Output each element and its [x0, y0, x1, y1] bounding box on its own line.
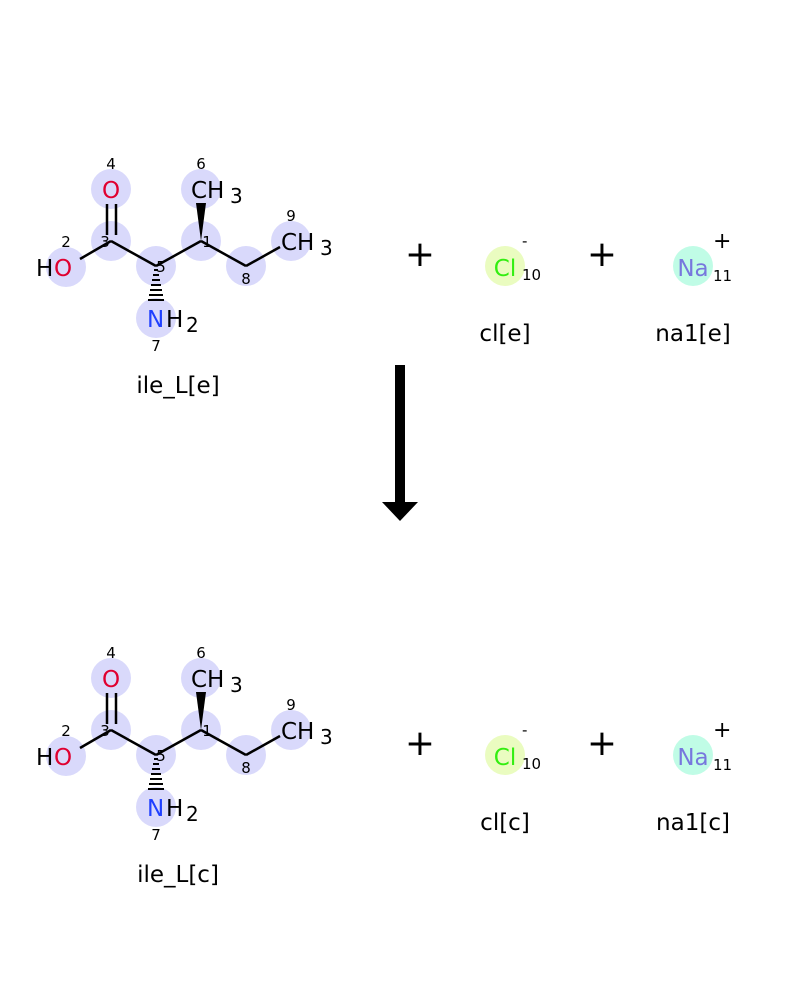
atom-c9: C: [281, 230, 297, 256]
atom-index: 10: [522, 266, 541, 284]
atom-o2: O: [54, 256, 72, 282]
charge-minus: -: [522, 232, 527, 250]
atom-index: 3: [100, 722, 110, 740]
atom-n7-h: H: [166, 796, 183, 822]
atom-c6-sub: 3: [230, 673, 243, 697]
reactant-ile-molecule: O H O N H 2 C H 3 C H 3 4 2 3 5 1 6 8 9 …: [36, 155, 333, 399]
plus-sign: +: [405, 723, 435, 764]
atom-h: H: [36, 745, 53, 771]
atom-o4: O: [102, 178, 120, 204]
atom-c6-h: H: [207, 667, 224, 693]
atom-c6-sub: 3: [230, 184, 243, 208]
product-ile-molecule: O H O N H 2 C H 3 C H 3 4 2 3 5 1 6 8 9 …: [36, 644, 333, 888]
atom-na: Na: [677, 256, 708, 282]
atom-index: 10: [522, 755, 541, 773]
atom-index: 1: [202, 233, 212, 251]
charge-plus: +: [713, 229, 731, 254]
atom-index: 11: [713, 267, 732, 285]
reactant-ile-label: ile_L[e]: [136, 373, 219, 399]
reactant-cl-label: cl[e]: [479, 321, 530, 347]
atom-c9-h: H: [297, 719, 314, 745]
plus-sign: +: [587, 723, 617, 764]
atom-c9-sub: 3: [320, 725, 333, 749]
atom-index: 2: [61, 233, 71, 251]
plus-sign: +: [587, 234, 617, 275]
charge-minus: -: [522, 721, 527, 739]
product-ile-label: ile_L[c]: [137, 862, 219, 888]
atom-index: 11: [713, 756, 732, 774]
atom-index: 4: [106, 644, 116, 662]
atom-n7: N: [147, 307, 164, 333]
atom-index: 7: [151, 826, 161, 844]
reactant-na-molecule: Na + 11 na1[e]: [655, 229, 732, 347]
atom-n7-h: H: [166, 307, 183, 333]
atom-index: 6: [196, 644, 206, 662]
atom-index: 7: [151, 337, 161, 355]
atom-index: 6: [196, 155, 206, 173]
atom-o2: O: [54, 745, 72, 771]
atom-c9-sub: 3: [320, 236, 333, 260]
atom-cl: Cl: [494, 745, 516, 771]
atom-h: H: [36, 256, 53, 282]
atom-index: 4: [106, 155, 116, 173]
atom-index: 5: [156, 258, 166, 276]
product-cl-label: cl[c]: [480, 810, 530, 836]
atom-index: 9: [286, 207, 296, 225]
reactant-na-label: na1[e]: [655, 321, 730, 347]
atom-index: 2: [61, 722, 71, 740]
atom-cl: Cl: [494, 256, 516, 282]
atom-index: 1: [202, 722, 212, 740]
product-cl-molecule: Cl - 10 cl[c]: [480, 721, 541, 836]
atom-c6: C: [191, 178, 207, 204]
reactant-cl-molecule: Cl - 10 cl[e]: [479, 232, 541, 347]
atom-c9-h: H: [297, 230, 314, 256]
atom-index: 8: [241, 270, 251, 288]
atom-n7-sub: 2: [186, 313, 199, 337]
atom-index: 3: [100, 233, 110, 251]
product-na-label: na1[c]: [656, 810, 730, 836]
atom-c9: C: [281, 719, 297, 745]
reaction-arrow: [382, 365, 418, 521]
atom-index: 8: [241, 759, 251, 777]
atom-index: 5: [156, 747, 166, 765]
atom-index: 9: [286, 696, 296, 714]
product-na-molecule: Na + 11 na1[c]: [656, 718, 732, 836]
plus-sign: +: [405, 234, 435, 275]
charge-plus: +: [713, 718, 731, 743]
atom-n7: N: [147, 796, 164, 822]
atom-c6-h: H: [207, 178, 224, 204]
atom-c6: C: [191, 667, 207, 693]
atom-n7-sub: 2: [186, 802, 199, 826]
atom-na: Na: [677, 745, 708, 771]
atom-o4: O: [102, 667, 120, 693]
